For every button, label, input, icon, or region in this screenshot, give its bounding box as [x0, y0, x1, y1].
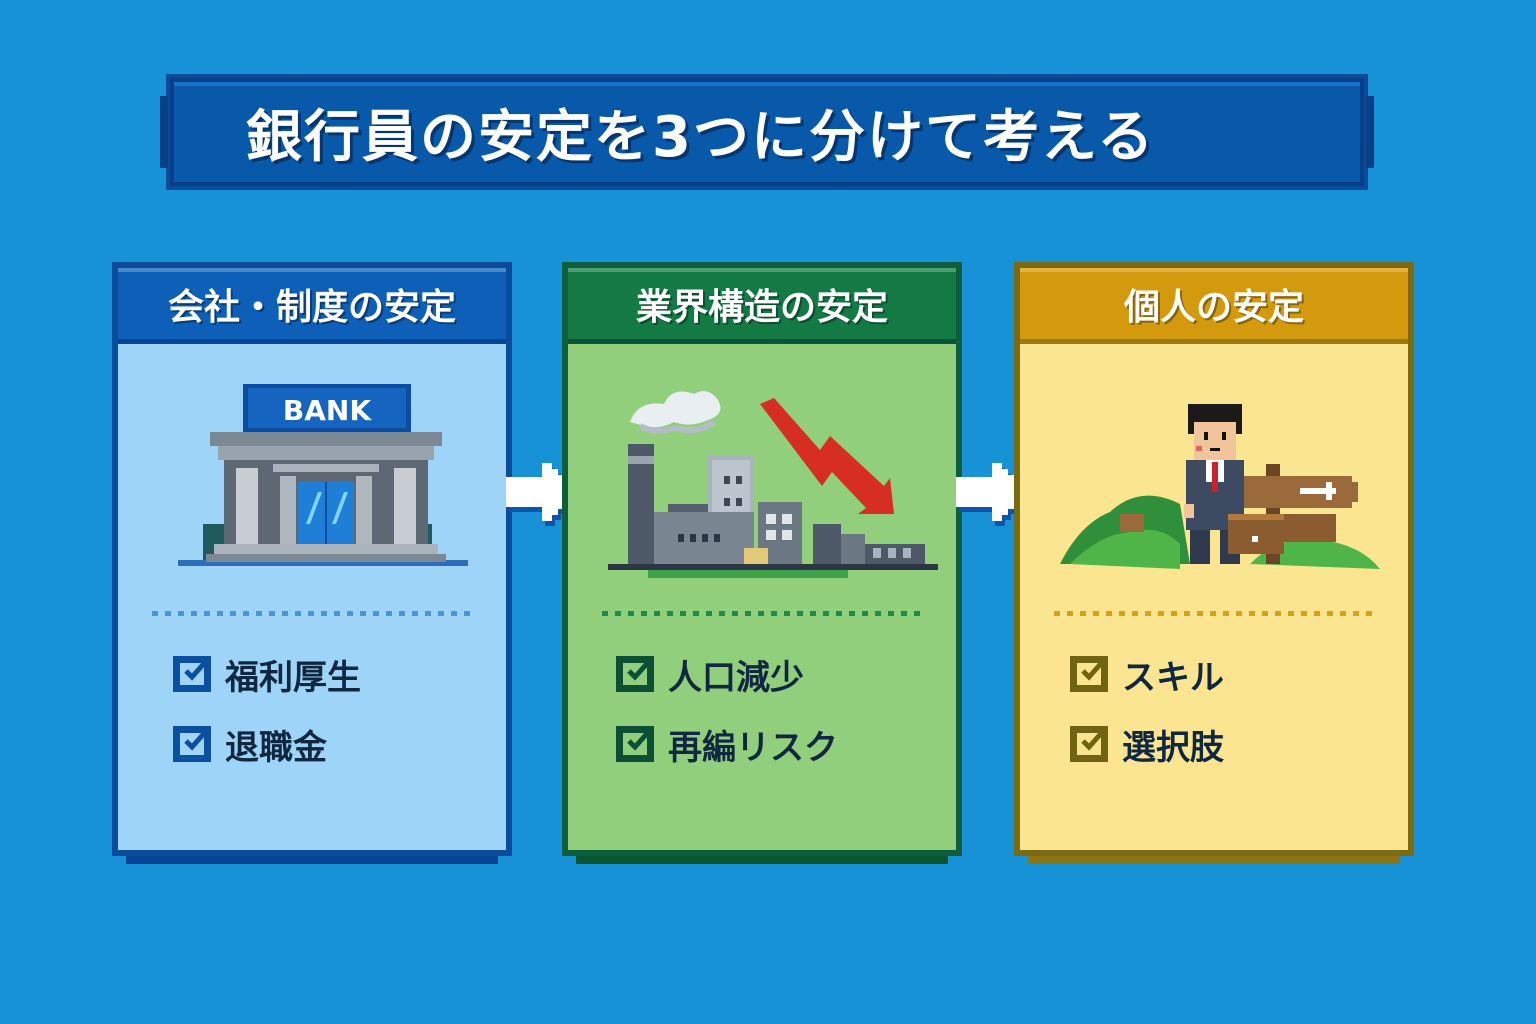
- checkbox-checked-icon: [1070, 656, 1108, 692]
- checkbox-checked-icon: [173, 726, 211, 762]
- panel-personal-stability: 個人の安定: [1014, 262, 1414, 864]
- page-title: 銀行員の安定を3つに分けて考える: [246, 104, 1156, 170]
- list-item: 選択肢: [1070, 709, 1224, 779]
- checkbox-checked-icon: [616, 726, 654, 762]
- list-item: 再編リスク: [616, 709, 838, 779]
- panel-heading: 個人の安定: [1020, 268, 1408, 344]
- checkbox-checked-icon: [173, 656, 211, 692]
- title-banner: 銀行員の安定を3つに分けて考える: [160, 78, 1374, 186]
- dotted-divider: [1054, 611, 1374, 616]
- svg-text:BANK: BANK: [283, 394, 372, 427]
- panel-heading: 業界構造の安定: [568, 268, 956, 344]
- panel-company-stability: 会社・制度の安定 BANK: [112, 262, 512, 864]
- right-arrow-icon: [506, 463, 579, 526]
- businessman-signpost-icon: [1060, 404, 1380, 569]
- list-item: 人口減少: [616, 639, 838, 709]
- dotted-divider: [152, 611, 472, 616]
- bank-building-icon: BANK: [178, 384, 468, 566]
- checkbox-checked-icon: [1070, 726, 1108, 762]
- checkbox-checked-icon: [616, 656, 654, 692]
- list-item: スキル: [1070, 639, 1224, 709]
- panel-industry-stability: 業界構造の安定: [562, 262, 962, 864]
- panel-heading: 会社・制度の安定: [118, 268, 506, 344]
- dotted-divider: [602, 611, 922, 616]
- list-item: 退職金: [173, 709, 361, 779]
- right-arrow-icon: [956, 463, 1029, 526]
- list-item: 福利厚生: [173, 639, 361, 709]
- factory-decline-icon: [608, 391, 938, 578]
